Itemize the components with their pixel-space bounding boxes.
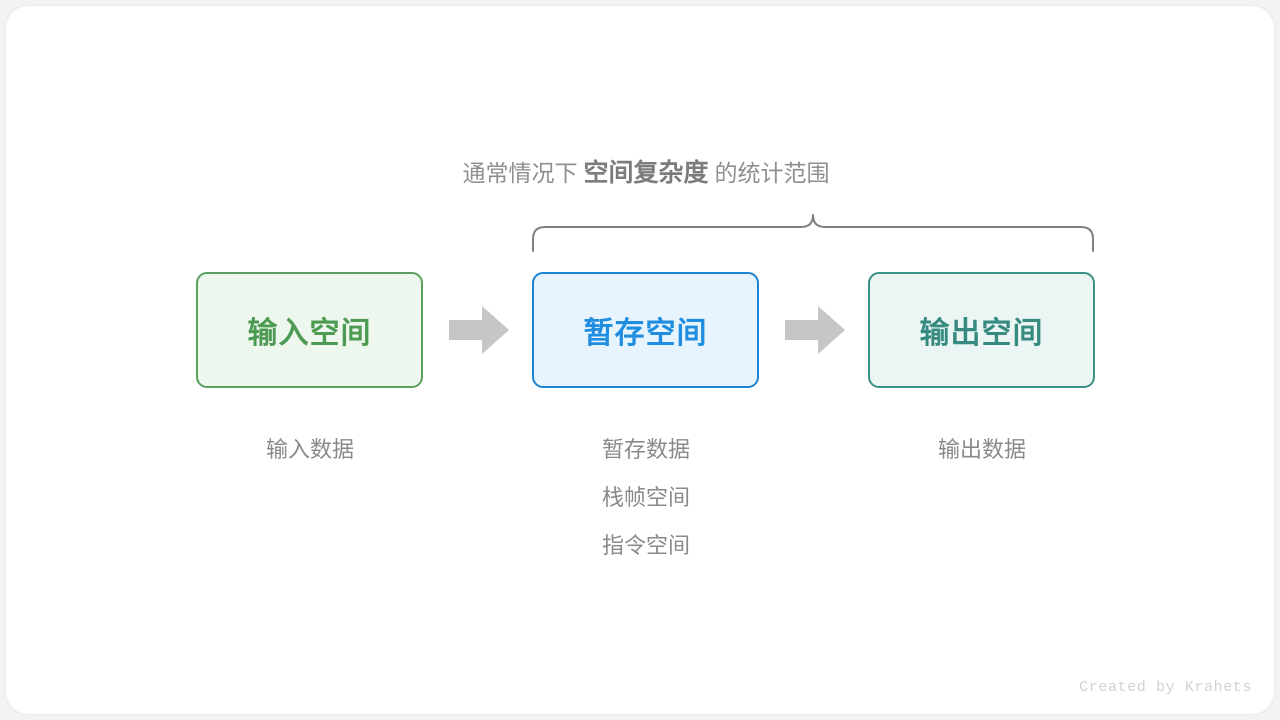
curly-brace-icon	[532, 214, 1094, 252]
sub-labels-input-column: 输入数据	[160, 426, 460, 474]
boxes-row: 输入空间 暂存空间 输出空间	[6, 272, 1274, 388]
caption-suffix: 的统计范围	[714, 160, 830, 186]
sub-label: 指令空间	[601, 533, 690, 558]
sub-label: 暂存数据	[601, 437, 690, 462]
caption-line: 通常情况下空间复杂度的统计范围	[6, 156, 1274, 190]
sub-labels-temp-column: 暂存数据 栈帧空间 指令空间	[496, 426, 796, 570]
sub-label: 输出数据	[937, 437, 1026, 462]
box-temp-space[interactable]: 暂存空间	[532, 272, 759, 388]
box-input-space[interactable]: 输入空间	[196, 272, 423, 388]
box-input-space-label: 输入空间	[247, 317, 372, 350]
caption-emphasis: 空间复杂度	[583, 159, 709, 187]
sub-labels-area: 输入数据 暂存数据 栈帧空间 指令空间 输出数据	[6, 426, 1274, 566]
caption-prefix: 通常情况下	[462, 160, 578, 186]
white-card: 通常情况下空间复杂度的统计范围 输入空间 暂存空间	[6, 6, 1274, 714]
box-output-space[interactable]: 输出空间	[868, 272, 1095, 388]
sub-labels-output-column: 输出数据	[832, 426, 1132, 474]
watermark-credit: Created by Krahets	[1079, 679, 1252, 696]
arrow-temp-to-output-icon	[785, 306, 845, 354]
box-output-space-label: 输出空间	[919, 317, 1044, 350]
box-temp-space-label: 暂存空间	[583, 317, 708, 350]
sub-label: 栈帧空间	[601, 485, 690, 510]
arrow-input-to-temp-icon	[449, 306, 509, 354]
brace-container	[526, 211, 1106, 261]
sub-label: 输入数据	[265, 437, 354, 462]
